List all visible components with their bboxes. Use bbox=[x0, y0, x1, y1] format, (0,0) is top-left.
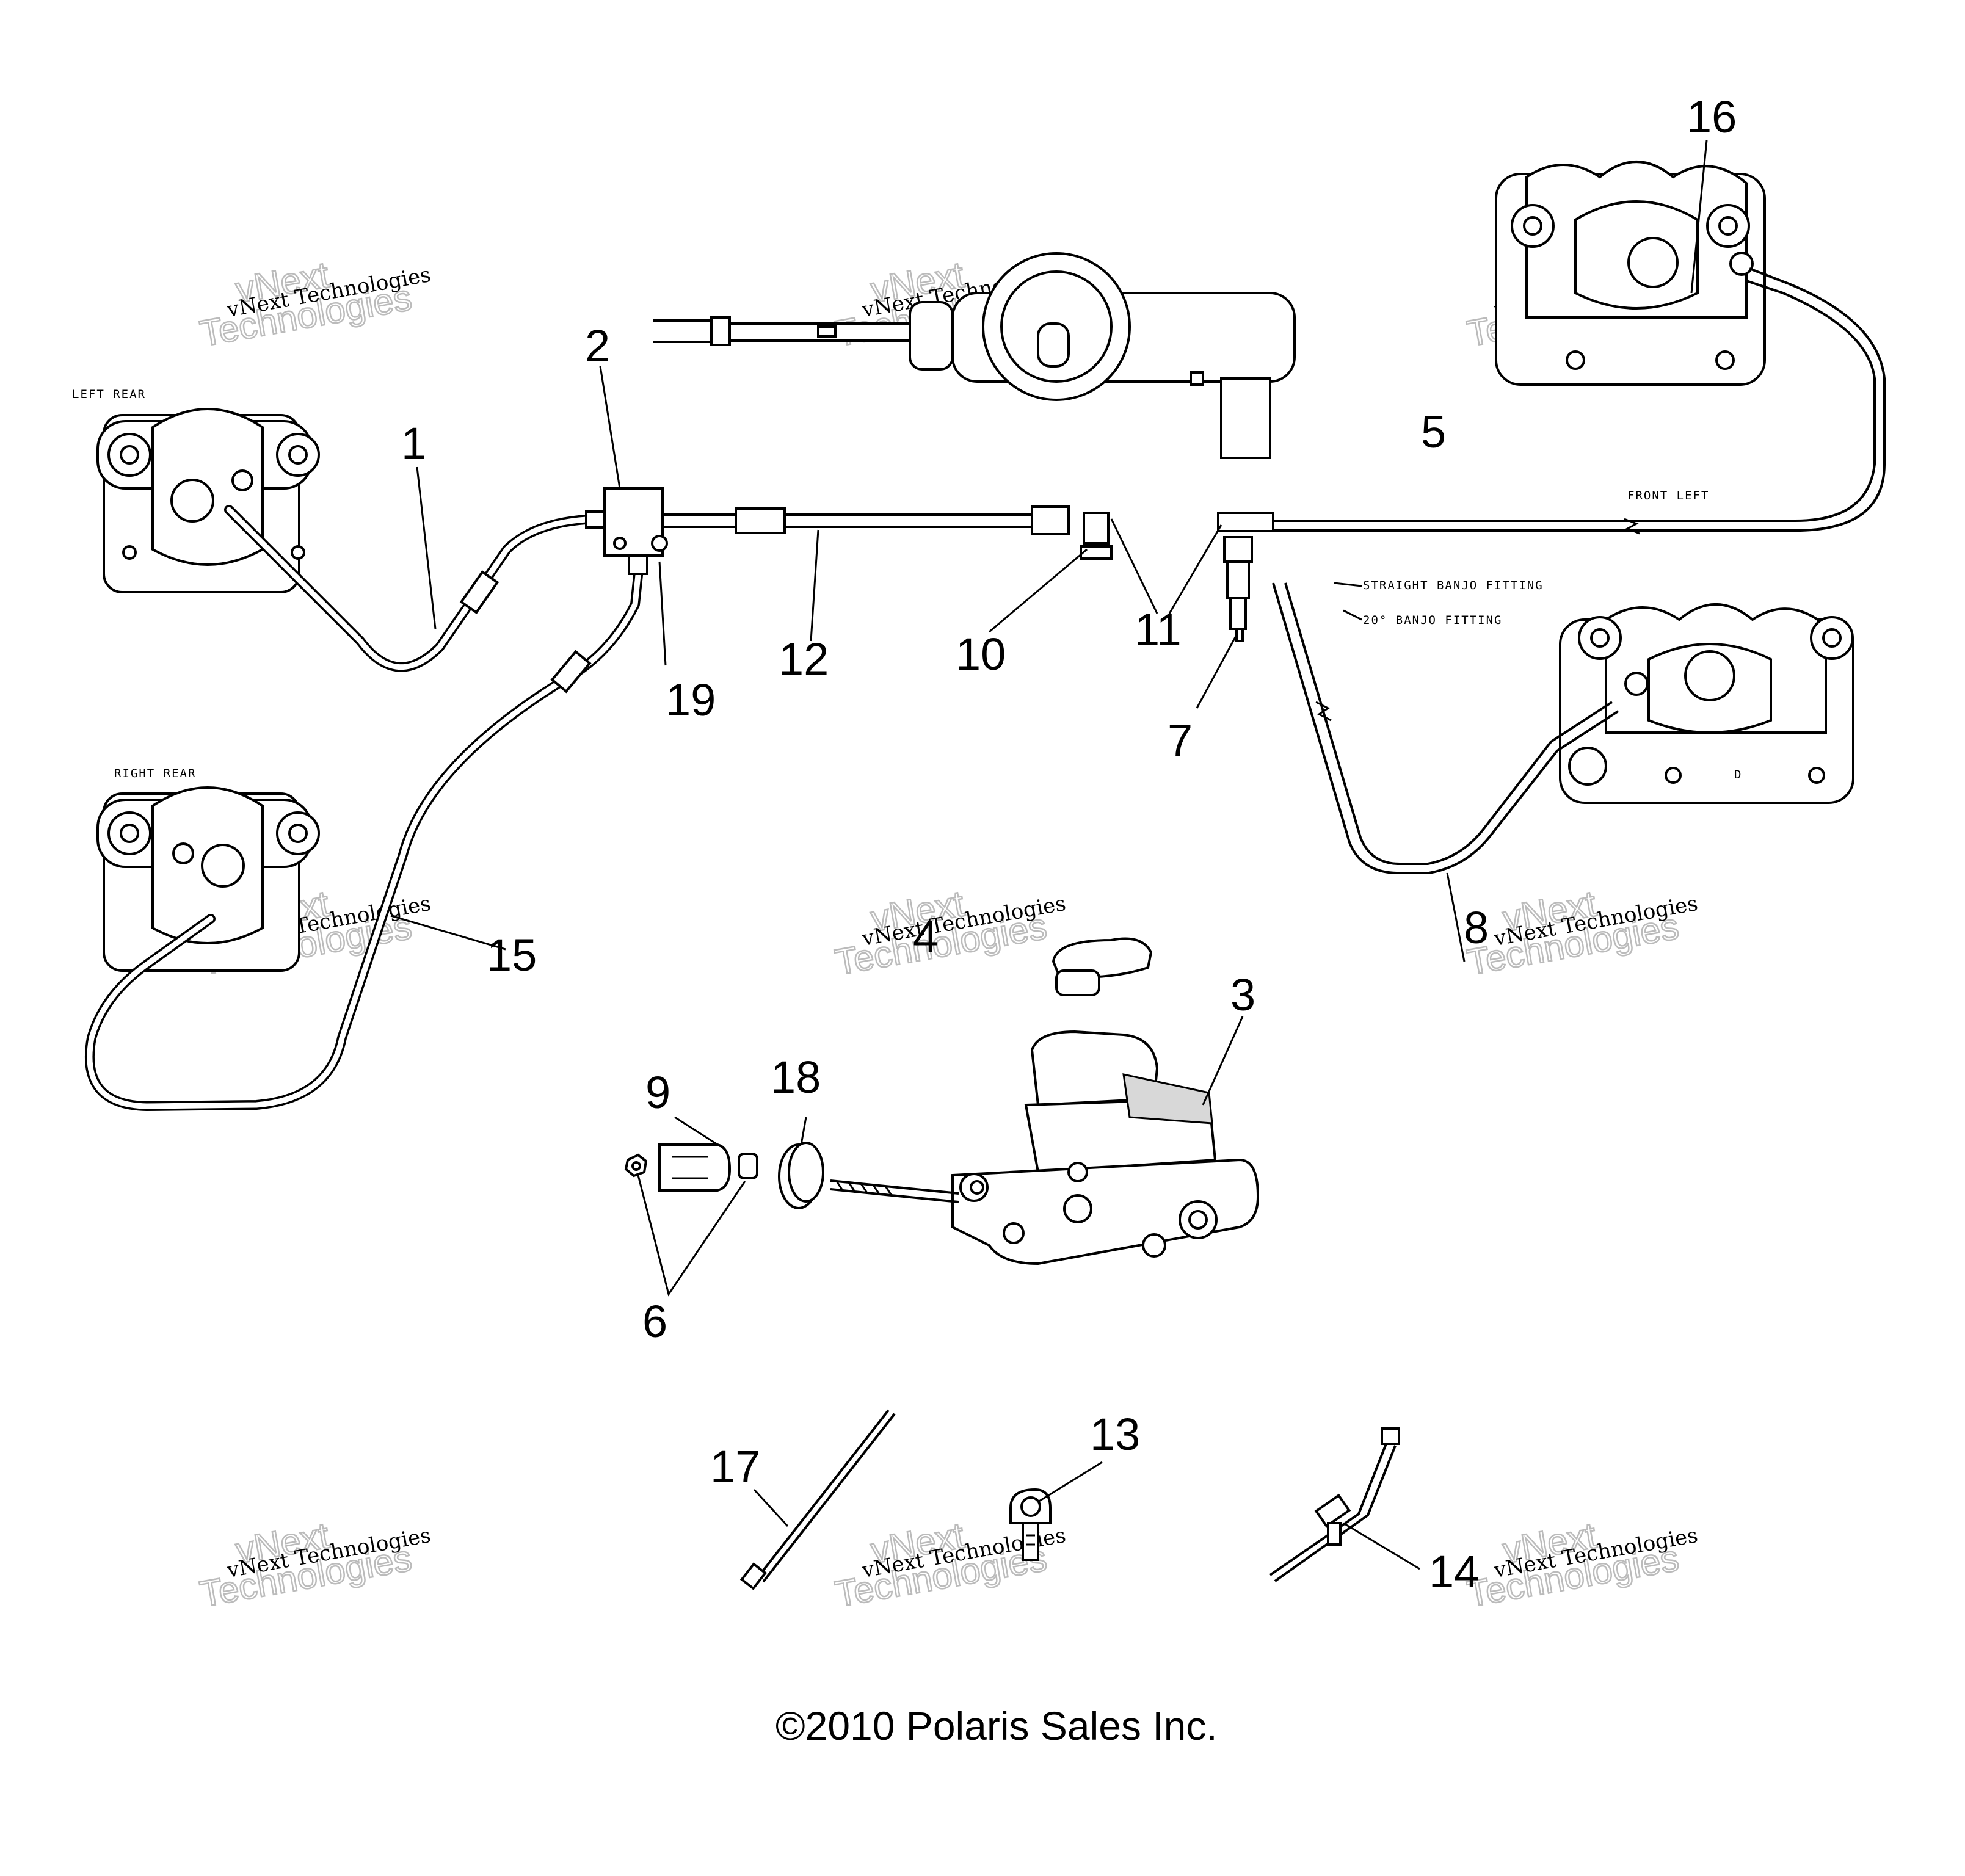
master-cylinder bbox=[830, 1030, 1260, 1266]
left-rear-caliper: LEFT REAR bbox=[72, 388, 320, 593]
svg-text:FRONT LEFT: FRONT LEFT bbox=[1627, 489, 1709, 502]
callout-19: 19 bbox=[666, 675, 716, 725]
callout-10: 10 bbox=[956, 629, 1006, 679]
boot bbox=[778, 1142, 824, 1209]
reservoir-cap bbox=[1052, 937, 1153, 996]
svg-text:20° BANJO FITTING: 20° BANJO FITTING bbox=[1363, 614, 1502, 627]
watermark: Technologies vNext vNext Technologies bbox=[1463, 1514, 1699, 1615]
right-rear-caliper: RIGHT REAR bbox=[96, 767, 320, 972]
master-cylinder-assembled bbox=[653, 252, 1296, 642]
callout-17: 17 bbox=[710, 1441, 760, 1492]
junction-block bbox=[603, 487, 668, 575]
callout-13: 13 bbox=[1090, 1409, 1140, 1460]
watermark: Technologies vNext vNext Technologies bbox=[1463, 882, 1699, 983]
callout-7: 7 bbox=[1168, 715, 1193, 766]
brake-lines: FRONT LEFT bbox=[84, 267, 1886, 1111]
front-left-caliper bbox=[1495, 161, 1766, 386]
mounting-tie bbox=[1269, 1427, 1400, 1582]
callout-16: 16 bbox=[1687, 92, 1737, 142]
callout-3: 3 bbox=[1230, 969, 1255, 1020]
callout-2: 2 bbox=[585, 321, 610, 371]
callout-4: 4 bbox=[913, 911, 938, 962]
svg-text:D: D bbox=[1734, 768, 1742, 781]
watermark: Technologies vNext vNext Technologies bbox=[831, 882, 1067, 983]
copyright: ©2010 Polaris Sales Inc. bbox=[775, 1703, 1218, 1748]
callout-1: 1 bbox=[401, 418, 426, 469]
callout-12: 12 bbox=[779, 634, 829, 684]
callout-18: 18 bbox=[771, 1052, 821, 1103]
fitting-notes: STRAIGHT BANJO FITTING 20° BANJO FITTING bbox=[1363, 579, 1544, 627]
callout-numbers: 1 2 3 4 5 6 7 8 9 10 11 12 13 14 15 16 1… bbox=[401, 92, 1737, 1597]
watermark: Technologies vNext vNext Technologies bbox=[196, 1514, 432, 1615]
callout-11: 11 bbox=[1135, 604, 1182, 655]
svg-text:LEFT REAR: LEFT REAR bbox=[72, 388, 146, 401]
watermark: Technologies vNext vNext Technologies bbox=[196, 253, 432, 355]
clip bbox=[1009, 1488, 1052, 1561]
leader-lines bbox=[390, 140, 1708, 1570]
callout-15: 15 bbox=[487, 930, 537, 980]
front-right-caliper: D bbox=[1559, 603, 1854, 804]
svg-text:RIGHT REAR: RIGHT REAR bbox=[114, 767, 196, 780]
callout-14: 14 bbox=[1429, 1546, 1479, 1597]
callout-5: 5 bbox=[1421, 407, 1446, 457]
callout-9: 9 bbox=[645, 1067, 670, 1118]
callout-6: 6 bbox=[642, 1296, 667, 1347]
svg-text:STRAIGHT BANJO FITTING: STRAIGHT BANJO FITTING bbox=[1363, 579, 1544, 592]
callout-8: 8 bbox=[1464, 902, 1489, 953]
clevis-kit bbox=[624, 1143, 758, 1192]
cable-tie bbox=[739, 1409, 896, 1590]
